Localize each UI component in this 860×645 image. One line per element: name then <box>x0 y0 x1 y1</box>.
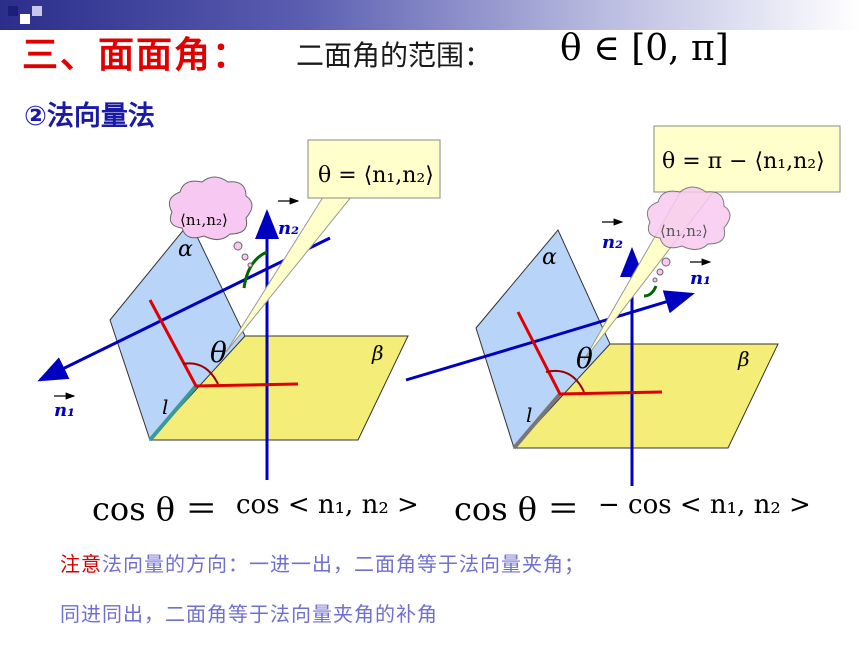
right-thought-bubble <box>646 186 731 250</box>
right-edge-l <box>512 392 562 450</box>
left-vector-n1 <box>37 236 331 382</box>
right-bubble-dot-1 <box>661 257 671 267</box>
subtitle: 二面角的范围： <box>296 39 493 72</box>
left-bubble-dot-2 <box>241 253 249 261</box>
right-formula-rhs: − cos < n₁, n₂ > <box>598 490 811 520</box>
right-vector-n1-back <box>405 338 541 382</box>
right-callout-text: θ = π − ⟨n₁,n₂⟩ <box>662 149 825 174</box>
right-label-alpha: α <box>542 245 557 270</box>
right-label-theta: θ <box>576 342 593 375</box>
corner-square-1 <box>8 6 18 16</box>
right-bubble-dot-3 <box>652 277 658 283</box>
right-label-l: l <box>526 403 532 427</box>
left-label-beta: β <box>371 341 384 365</box>
left-callout-box <box>307 139 441 199</box>
left-bubble-text: ⟨n₁,n₂⟩ <box>180 211 228 229</box>
left-formula-lhs: cos θ ＝ <box>92 490 218 528</box>
right-theta-arc <box>545 370 585 393</box>
right-bubble-dot-2 <box>656 268 664 276</box>
left-thought-bubble <box>168 176 253 240</box>
angle-range: θ ∈ [0, π] <box>560 28 729 69</box>
left-label-n1: n₁ <box>54 400 75 421</box>
right-label-beta: β <box>737 347 750 371</box>
right-diagram: θ = π − ⟨n₁,n₂⟩ ⟨n₁,n₂⟩ α β θ l n₁ n₂ <box>405 125 841 486</box>
right-normal-arc <box>643 285 658 298</box>
left-bubble-dot-1 <box>233 241 243 251</box>
note-line-2: 同进同出，二面角等于法向量夹角的补角 <box>60 602 438 626</box>
right-label-n1: n₁ <box>690 268 711 289</box>
left-callout-text: θ = ⟨n₁,n₂⟩ <box>318 163 434 188</box>
left-angle-lines <box>148 299 299 388</box>
left-label-n2: n₂ <box>278 218 299 239</box>
note-text-1: 法向量的方向：一进一出，二面角等于法向量夹角； <box>102 552 585 576</box>
left-plane-alpha <box>109 221 246 441</box>
right-bubble-text: ⟨n₁,n₂⟩ <box>660 222 708 240</box>
right-callout-box <box>653 125 841 193</box>
left-label-l: l <box>162 395 168 419</box>
corner-square-2 <box>20 14 30 24</box>
left-bubble-dot-3 <box>247 262 253 268</box>
right-label-n2: n₂ <box>602 232 623 253</box>
note-line-1: 注意法向量的方向：一进一出，二面角等于法向量夹角； <box>60 548 585 577</box>
left-formula-rhs: cos < n₁, n₂ > <box>236 490 419 520</box>
left-theta-arc <box>182 362 219 385</box>
method-heading: ②法向量法 <box>24 101 155 132</box>
section-title: 三、面面角： <box>22 35 251 76</box>
corner-square-3 <box>32 6 42 16</box>
left-edge-l <box>148 384 198 442</box>
right-angle-lines <box>516 311 663 396</box>
left-diagram: θ = ⟨n₁,n₂⟩ ⟨n₁,n₂⟩ α β θ l n₁ n₂ <box>37 139 441 480</box>
right-formula-lhs: cos θ ＝ <box>454 490 580 528</box>
left-label-theta: θ <box>210 336 227 369</box>
note-highlight: 注意 <box>60 552 102 576</box>
left-label-alpha: α <box>178 237 193 262</box>
header-bar <box>0 0 860 30</box>
